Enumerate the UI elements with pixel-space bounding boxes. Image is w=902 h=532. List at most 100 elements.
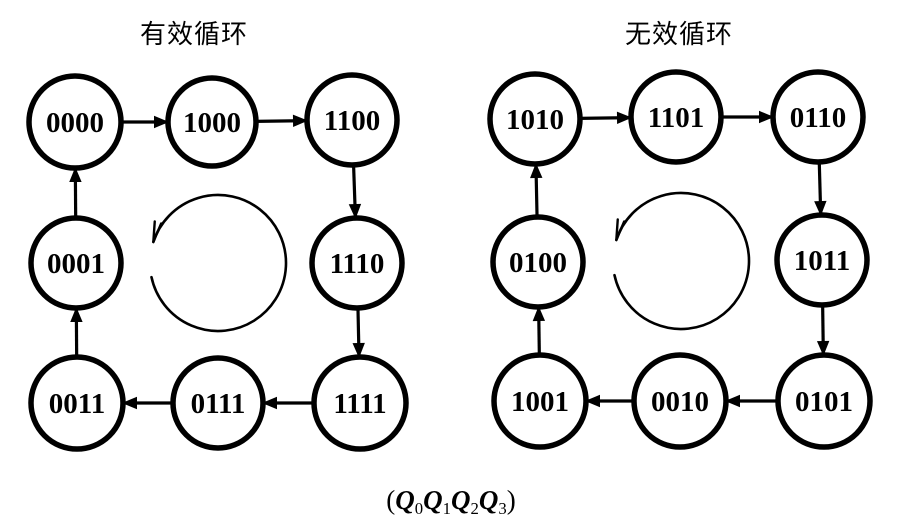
edge-0000-to-1000-arrowhead	[154, 115, 169, 129]
edge-0101-to-0010	[725, 394, 779, 408]
state-circle-0111	[170, 355, 266, 451]
loop-arrow-invalid-cycle	[613, 191, 751, 331]
state-circle-1011	[774, 212, 870, 308]
edge-1101-to-0110	[720, 110, 774, 124]
edge-1000-to-1100	[254, 114, 309, 128]
edge-1111-to-0111-arrowhead	[262, 396, 277, 410]
edge-1110-to-1111	[352, 306, 365, 359]
state-circle-0100	[490, 214, 586, 310]
state-label-0001: 0001	[47, 248, 105, 280]
caption-open-paren: (	[386, 485, 396, 515]
edge-1000-to-1100-arrowhead	[292, 114, 309, 128]
state-label-0101: 0101	[795, 386, 853, 418]
state-label-0100: 0100	[509, 247, 567, 279]
loop-arc-path-valid-cycle	[150, 193, 288, 333]
edge-0011-to-0001	[70, 306, 83, 359]
state-node-1111: 1111	[311, 354, 409, 452]
state-label-1111: 1111	[333, 388, 386, 420]
loop-arc-path-invalid-cycle	[613, 191, 751, 331]
figure-caption: (Q0Q1Q2Q3)	[0, 485, 902, 519]
state-label-1110: 1110	[330, 248, 385, 280]
state-node-1001: 1001	[491, 352, 589, 450]
edge-0010-to-1001	[585, 394, 635, 408]
state-circle-1111	[311, 354, 409, 452]
state-label-1010: 1010	[506, 104, 564, 136]
panel-invalid-cycle: 1010 1101 0110 1011 0101 0010 1001 0100	[487, 69, 873, 450]
edge-1100-to-1110	[348, 163, 362, 220]
state-node-1010: 1010	[487, 71, 583, 167]
edge-0110-to-1011-arrowhead	[814, 200, 827, 217]
state-node-0111: 0111	[170, 355, 266, 451]
edge-group-valid-cycle	[69, 114, 365, 410]
state-node-0010: 0010	[631, 352, 729, 450]
loop-arrow-valid-cycle	[150, 193, 288, 333]
state-label-1011: 1011	[794, 245, 850, 277]
state-node-1011: 1011	[774, 212, 870, 308]
state-circle-1110	[309, 215, 405, 311]
panel-title-invalid-cycle: 无效循环	[625, 19, 734, 49]
edge-1110-to-1111-arrowhead	[352, 342, 365, 359]
state-node-1110: 1110	[309, 215, 405, 311]
edge-1100-to-1110-arrowhead	[348, 203, 362, 220]
state-circle-1100	[304, 72, 400, 168]
edge-1010-to-1101-arrowhead	[616, 111, 633, 125]
edge-0011-to-0001-arrowhead	[70, 306, 83, 323]
edge-0101-to-0010-arrowhead	[725, 394, 740, 408]
caption-sub-3: 3	[498, 499, 507, 519]
caption-close-paren: )	[506, 485, 516, 515]
panel-valid-cycle: 0000 1000 1100 1110 1111 0111 0011 0001	[26, 72, 409, 452]
edge-1001-to-0100-arrowhead	[532, 305, 546, 322]
edge-1111-to-0111	[262, 396, 315, 410]
state-node-0100: 0100	[490, 214, 586, 310]
state-circle-1010	[487, 71, 583, 167]
caption-sub-2: 2	[470, 499, 479, 519]
caption-var-q3: Q3	[478, 485, 507, 519]
edge-0110-to-1011	[814, 160, 827, 217]
state-circle-0001	[28, 215, 124, 311]
caption-sub-0: 0	[414, 499, 424, 519]
state-circle-0011	[28, 354, 126, 452]
state-label-0010: 0010	[651, 386, 709, 418]
state-node-1100: 1100	[304, 72, 400, 168]
caption-sub-1: 1	[442, 499, 451, 519]
edge-0000-to-1000	[120, 115, 169, 129]
loop-arrowhead-valid-cycle	[152, 220, 163, 244]
state-label-1000: 1000	[183, 107, 241, 139]
caption-var-q1: Q1	[423, 485, 451, 519]
state-node-0001: 0001	[28, 215, 124, 311]
edge-group-invalid-cycle	[530, 110, 830, 408]
state-label-0111: 0111	[191, 388, 246, 420]
state-node-1000: 1000	[165, 75, 259, 169]
edge-0001-to-0000	[69, 166, 82, 220]
edge-1001-to-0100	[532, 305, 546, 357]
edge-1011-to-0101	[816, 303, 830, 357]
edge-1011-to-0101-arrowhead	[816, 340, 830, 357]
edge-0111-to-0011-arrowhead	[122, 396, 137, 410]
state-circle-1000	[165, 75, 259, 169]
state-node-0000: 0000	[26, 73, 124, 171]
loop-arrowhead-invalid-cycle	[615, 218, 626, 242]
state-circle-1001	[491, 352, 589, 450]
state-label-1100: 1100	[324, 105, 380, 137]
edge-0010-to-1001-arrowhead	[585, 394, 600, 408]
state-label-1101: 1101	[648, 102, 704, 134]
edge-1010-to-1101	[578, 111, 633, 125]
state-label-1001: 1001	[511, 386, 569, 418]
edge-1101-to-0110-arrowhead	[759, 110, 774, 124]
caption-var-q0: Q0	[395, 485, 424, 519]
state-node-1101: 1101	[628, 69, 724, 165]
edge-0111-to-0011	[122, 396, 174, 410]
state-node-0110: 0110	[770, 69, 866, 165]
state-label-0110: 0110	[790, 102, 846, 134]
state-circle-0010	[631, 352, 729, 450]
edge-0100-to-1010	[530, 162, 543, 219]
state-circle-1101	[628, 69, 724, 165]
state-node-0101: 0101	[775, 352, 873, 450]
state-circle-0101	[775, 352, 873, 450]
state-label-0011: 0011	[49, 388, 105, 420]
state-circle-0110	[770, 69, 866, 165]
edge-0100-to-1010-arrowhead	[530, 162, 543, 179]
edge-0001-to-0000-arrowhead	[69, 166, 82, 183]
